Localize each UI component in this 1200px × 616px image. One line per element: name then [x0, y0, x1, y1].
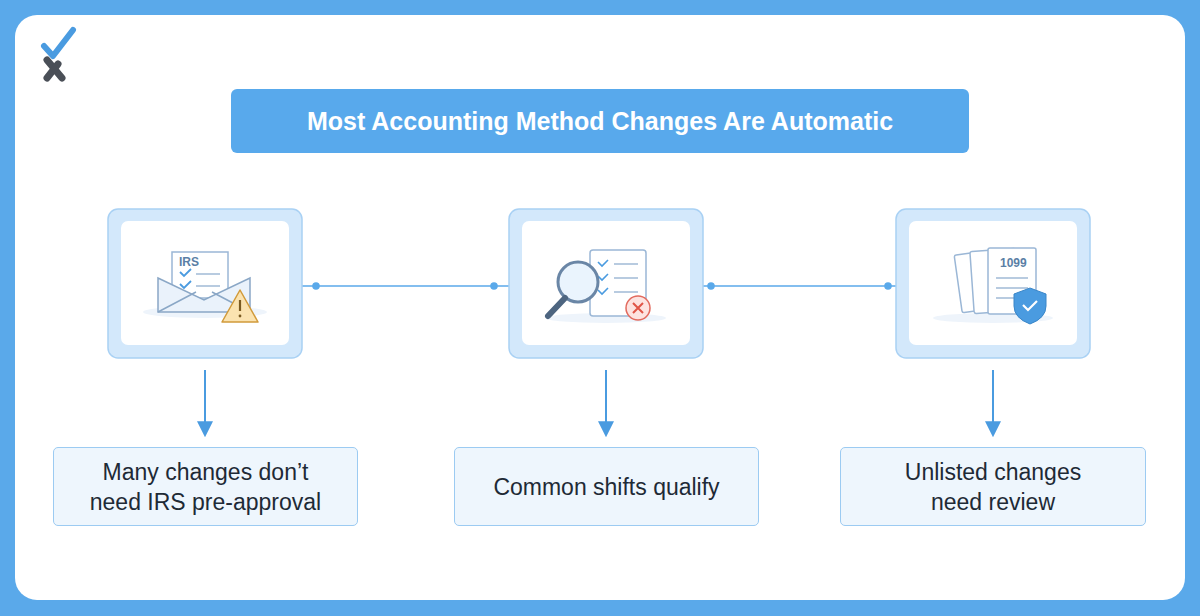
- icon-label: IRS: [179, 255, 199, 269]
- statement-box: Unlisted changes need review: [840, 447, 1146, 526]
- magnifier-icon: [546, 250, 666, 323]
- statement-text: Unlisted changes need review: [883, 457, 1103, 517]
- down-arrow: [205, 370, 993, 434]
- statement-text: Many changes don’t need IRS pre-approval: [86, 457, 326, 517]
- icon-label: 1099: [1000, 256, 1027, 270]
- envelope-icon: [143, 252, 267, 322]
- logo: [44, 30, 73, 78]
- icon-card: [108, 209, 1090, 358]
- forms-icon: [933, 248, 1053, 324]
- statement-box: Many changes don’t need IRS pre-approval: [53, 447, 358, 526]
- statement-text: Common shifts qualify: [493, 472, 719, 502]
- statement-box: Common shifts qualify: [454, 447, 759, 526]
- title-banner: Most Accounting Method Changes Are Autom…: [231, 89, 969, 153]
- card-background: [15, 15, 1185, 600]
- diagram-title: Most Accounting Method Changes Are Autom…: [307, 107, 893, 136]
